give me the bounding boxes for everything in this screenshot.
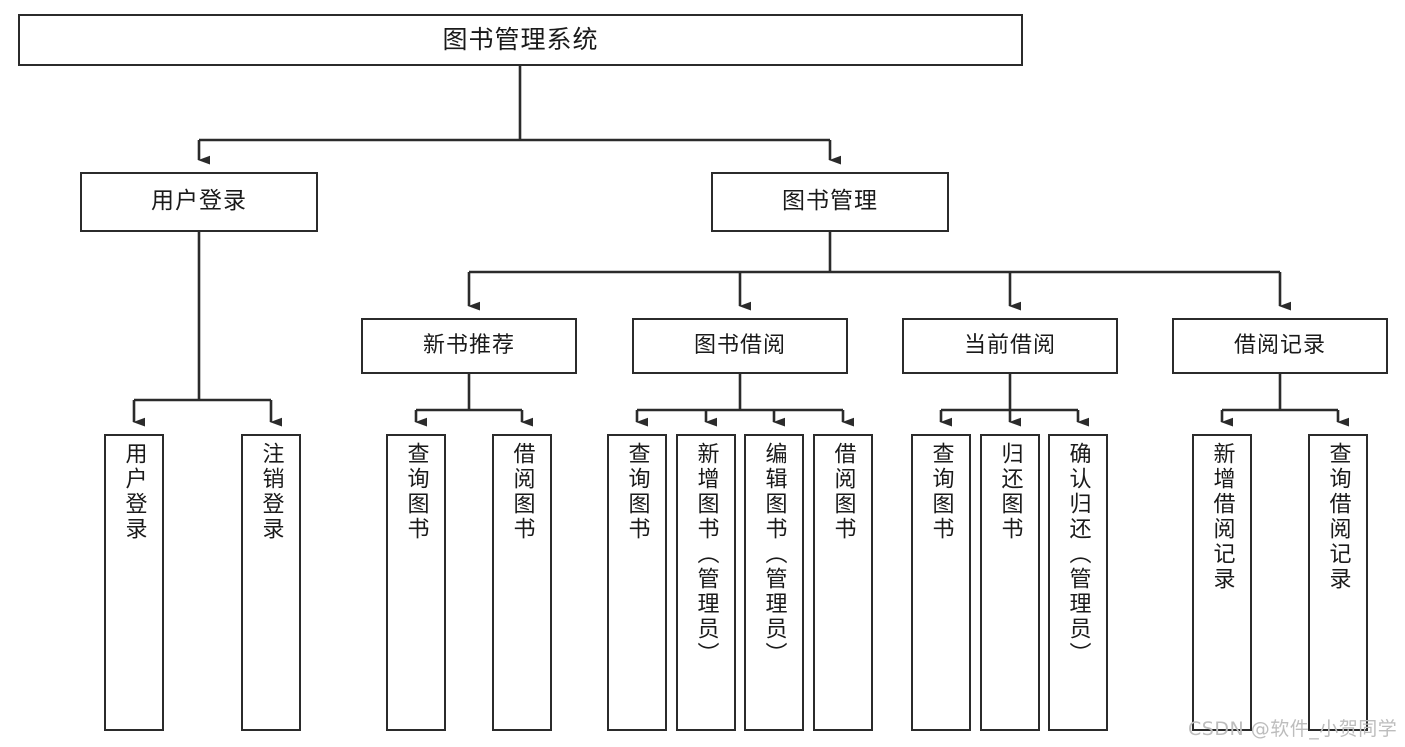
node-label: 新书推荐 bbox=[422, 333, 515, 359]
node-user-login[interactable]: 用户登录 bbox=[80, 172, 318, 232]
node-label: 查询图书 bbox=[624, 442, 650, 542]
node-label: 图书借阅 bbox=[693, 333, 786, 359]
node-book-borrow[interactable]: 图书借阅 bbox=[632, 318, 848, 374]
leaf-edit-book-admin[interactable]: 编辑图书（管理员） bbox=[744, 434, 804, 731]
leaf-add-book-admin[interactable]: 新增图书（管理员） bbox=[676, 434, 736, 731]
leaf-query-book-borrow[interactable]: 查询图书 bbox=[607, 434, 667, 731]
node-label: 新增借阅记录 bbox=[1209, 442, 1235, 592]
leaf-add-borrow-record[interactable]: 新增借阅记录 bbox=[1192, 434, 1252, 731]
leaf-return-book[interactable]: 归还图书 bbox=[980, 434, 1040, 731]
node-label: 归还图书 bbox=[997, 442, 1023, 542]
node-label: 图书管理系统 bbox=[442, 25, 599, 55]
leaf-borrow-book[interactable]: 借阅图书 bbox=[813, 434, 873, 731]
node-label: 借阅图书 bbox=[830, 442, 856, 542]
leaf-confirm-return-admin[interactable]: 确认归还（管理员） bbox=[1048, 434, 1108, 731]
node-label: 查询图书 bbox=[928, 442, 954, 542]
node-label: 确认归还（管理员） bbox=[1065, 442, 1091, 667]
node-current-borrow[interactable]: 当前借阅 bbox=[902, 318, 1118, 374]
leaf-user-login[interactable]: 用户登录 bbox=[104, 434, 164, 731]
node-label: 查询借阅记录 bbox=[1325, 442, 1351, 592]
node-label: 查询图书 bbox=[403, 442, 429, 542]
node-borrow-record[interactable]: 借阅记录 bbox=[1172, 318, 1388, 374]
node-label: 当前借阅 bbox=[963, 333, 1056, 359]
node-label: 借阅记录 bbox=[1233, 333, 1326, 359]
leaf-borrow-book-new[interactable]: 借阅图书 bbox=[492, 434, 552, 731]
node-book-management[interactable]: 图书管理 bbox=[711, 172, 949, 232]
node-label: 用户登录 bbox=[121, 442, 147, 542]
node-label: 借阅图书 bbox=[509, 442, 535, 542]
csdn-watermark: CSDN @软件_小贺同学 bbox=[1188, 718, 1398, 740]
node-label: 图书管理 bbox=[782, 188, 878, 215]
node-label: 注销登录 bbox=[258, 442, 284, 542]
leaf-query-borrow-record[interactable]: 查询借阅记录 bbox=[1308, 434, 1368, 731]
leaf-query-book-new[interactable]: 查询图书 bbox=[386, 434, 446, 731]
leaf-user-logout[interactable]: 注销登录 bbox=[241, 434, 301, 731]
node-new-book-recommend[interactable]: 新书推荐 bbox=[361, 318, 577, 374]
leaf-query-book-current[interactable]: 查询图书 bbox=[911, 434, 971, 731]
node-root-book-management-system[interactable]: 图书管理系统 bbox=[18, 14, 1023, 66]
node-label: 编辑图书（管理员） bbox=[761, 442, 787, 667]
node-label: 用户登录 bbox=[151, 188, 247, 215]
node-label: 新增图书（管理员） bbox=[693, 442, 719, 667]
